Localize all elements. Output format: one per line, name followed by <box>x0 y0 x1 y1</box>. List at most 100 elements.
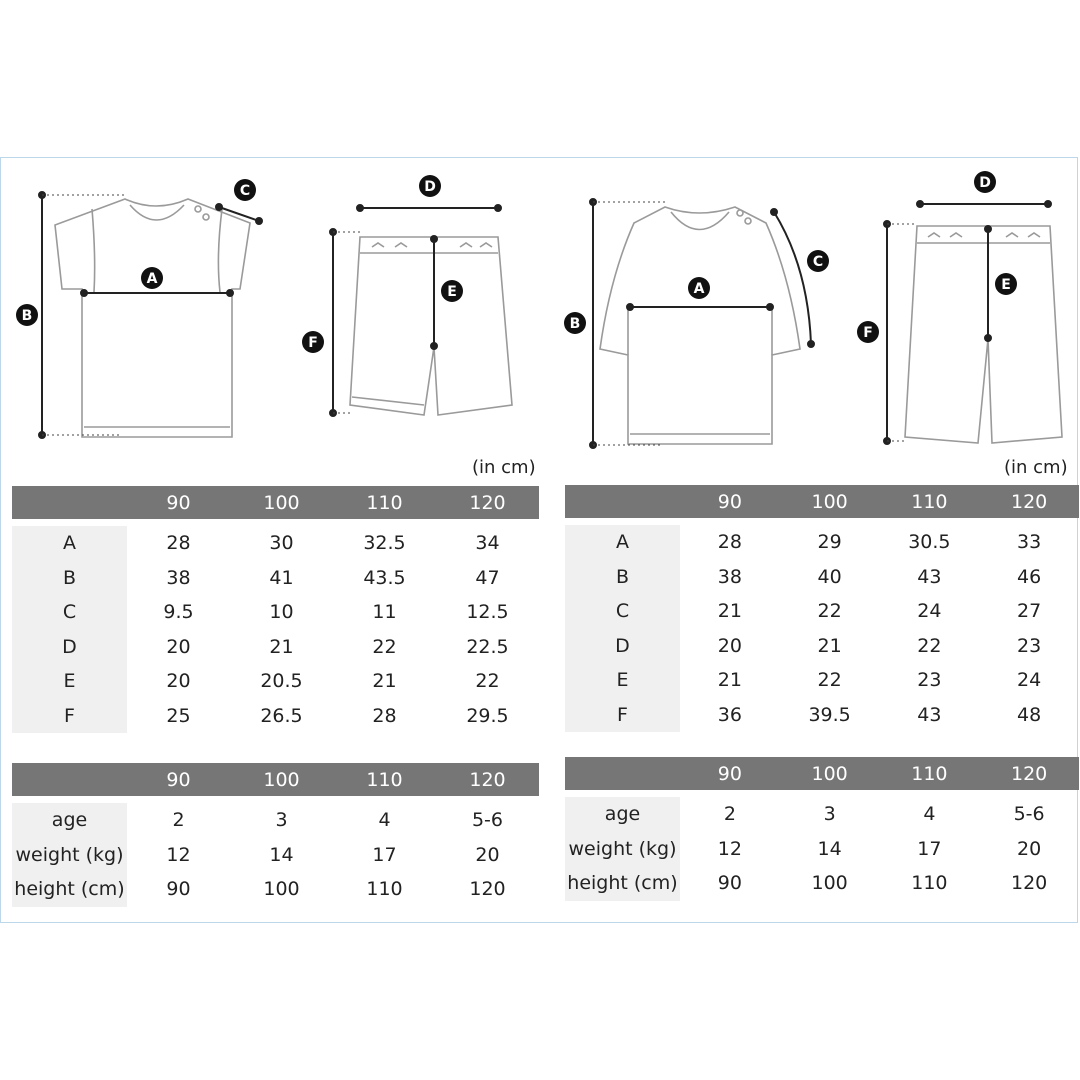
svg-text:C: C <box>240 183 250 199</box>
size-chart-frame <box>0 157 1078 923</box>
long-sleeve-top-icon <box>599 206 801 445</box>
table-cell: 12 <box>166 843 191 866</box>
table-cell: 22 <box>817 600 842 623</box>
table-cell: 22.5 <box>466 635 509 658</box>
label-c-badge: C <box>807 250 829 272</box>
table-cell: 22 <box>475 670 500 693</box>
table-cell: 5-6 <box>471 809 504 832</box>
table-header-row: 90 100 110 120 <box>12 763 539 796</box>
svg-text:A: A <box>147 271 158 287</box>
table-cell: 14 <box>269 843 294 866</box>
header-cell: 110 <box>879 757 980 790</box>
row-label: D <box>12 629 127 664</box>
table-cell: 38 <box>717 565 742 588</box>
short-sleeve-panel: A B C D E F (in cm) 90 100 110 120 A 28 … <box>0 157 540 923</box>
table-cell: 21 <box>372 670 397 693</box>
table-cell: 12.5 <box>466 601 509 624</box>
table-cell: 20 <box>166 635 191 658</box>
table-cell: 22 <box>917 634 942 657</box>
row-label: height (cm) <box>12 872 127 907</box>
table-cell: 22 <box>372 635 397 658</box>
label-a-badge: A <box>141 267 163 289</box>
table-cell: 28 <box>166 532 191 555</box>
shorts-icon <box>349 236 513 416</box>
row-label: B <box>565 559 680 594</box>
row-label: age <box>565 797 680 832</box>
table-cell: 2 <box>172 809 185 832</box>
table-cell: 9.5 <box>163 601 194 624</box>
table-cell: 21 <box>717 669 742 692</box>
row-label: age <box>12 803 127 838</box>
table-cell: 110 <box>911 872 948 895</box>
table-row: age 2 3 4 5-6 <box>565 797 1079 832</box>
table-row: age 2 3 4 5-6 <box>12 803 539 838</box>
table-cell: 24 <box>917 600 942 623</box>
row-label: weight (kg) <box>12 837 127 872</box>
svg-text:D: D <box>424 179 436 195</box>
header-cell: 90 <box>127 486 230 519</box>
header-cell: 110 <box>333 486 436 519</box>
tshirt-icon <box>54 198 251 438</box>
table-row: B 38 40 43 46 <box>565 559 1079 594</box>
table-row: F 25 26.5 28 29.5 <box>12 698 539 733</box>
table-cell: 20 <box>1017 837 1042 860</box>
table-cell: 33 <box>1017 531 1042 554</box>
table-row: weight (kg) 12 14 17 20 <box>565 831 1079 866</box>
table-cell: 48 <box>1017 703 1042 726</box>
table-cell: 23 <box>1017 634 1042 657</box>
header-cell: 100 <box>779 757 880 790</box>
table-cell: 46 <box>1017 565 1042 588</box>
table-cell: 20.5 <box>260 670 303 693</box>
label-b-badge: B <box>564 312 586 334</box>
table-row: A 28 29 30.5 33 <box>565 525 1079 560</box>
row-label: D <box>565 628 680 663</box>
row-label: weight (kg) <box>565 831 680 866</box>
row-label: A <box>565 525 680 560</box>
header-cell: 120 <box>436 486 539 519</box>
table-cell: 30.5 <box>908 531 951 554</box>
table-cell: 40 <box>817 565 842 588</box>
table-cell: 23 <box>917 669 942 692</box>
measurement-table: 90 100 110 120 A 28 29 30.5 33 B 38 40 4… <box>565 485 1079 732</box>
svg-text:E: E <box>447 284 457 300</box>
header-cell: 120 <box>979 757 1079 790</box>
table-cell: 27 <box>1017 600 1042 623</box>
table-cell: 20 <box>717 634 742 657</box>
table-cell: 120 <box>1010 872 1048 895</box>
header-cell: 90 <box>680 757 780 790</box>
header-cell: 90 <box>127 763 230 796</box>
row-label: B <box>12 560 127 595</box>
table-cell: 28 <box>372 704 397 727</box>
table-cell: 22 <box>817 669 842 692</box>
long-sleeve-set-diagram: A B C D E F <box>564 171 1063 449</box>
table-cell: 47 <box>475 566 500 589</box>
table-cell: 43 <box>917 565 942 588</box>
table-cell: 28 <box>717 531 742 554</box>
table-cell: 38 <box>166 566 191 589</box>
table-row: height (cm) 90 100 110 120 <box>565 866 1079 901</box>
label-c-badge: C <box>234 179 256 201</box>
svg-text:F: F <box>863 325 873 341</box>
svg-text:B: B <box>570 316 581 332</box>
table-cell: 43.5 <box>363 566 406 589</box>
table-cell: 29 <box>817 531 842 554</box>
table-cell: 36 <box>717 703 742 726</box>
table-row: B 38 41 43.5 47 <box>12 560 539 595</box>
label-f-badge: F <box>302 331 324 353</box>
row-label: C <box>12 595 127 630</box>
table-cell: 26.5 <box>260 704 303 727</box>
age-weight-height-table: 90 100 110 120 age 2 3 4 5-6 weight (kg)… <box>565 757 1079 901</box>
table-row: height (cm) 90 100 110 120 <box>12 872 539 907</box>
table-cell: 25 <box>166 704 191 727</box>
table-cell: 20 <box>475 843 500 866</box>
header-cell: 100 <box>779 485 880 518</box>
table-cell: 110 <box>366 878 403 901</box>
header-cell <box>12 486 127 519</box>
table-cell: 5-6 <box>1013 803 1045 826</box>
table-cell: 32.5 <box>363 532 406 555</box>
table-cell: 17 <box>917 837 942 860</box>
row-label: A <box>12 526 127 561</box>
table-cell: 10 <box>269 601 294 624</box>
table-header-row: 90 100 110 120 <box>565 757 1079 790</box>
short-sleeve-set-diagram: A B C D E F <box>16 175 513 439</box>
